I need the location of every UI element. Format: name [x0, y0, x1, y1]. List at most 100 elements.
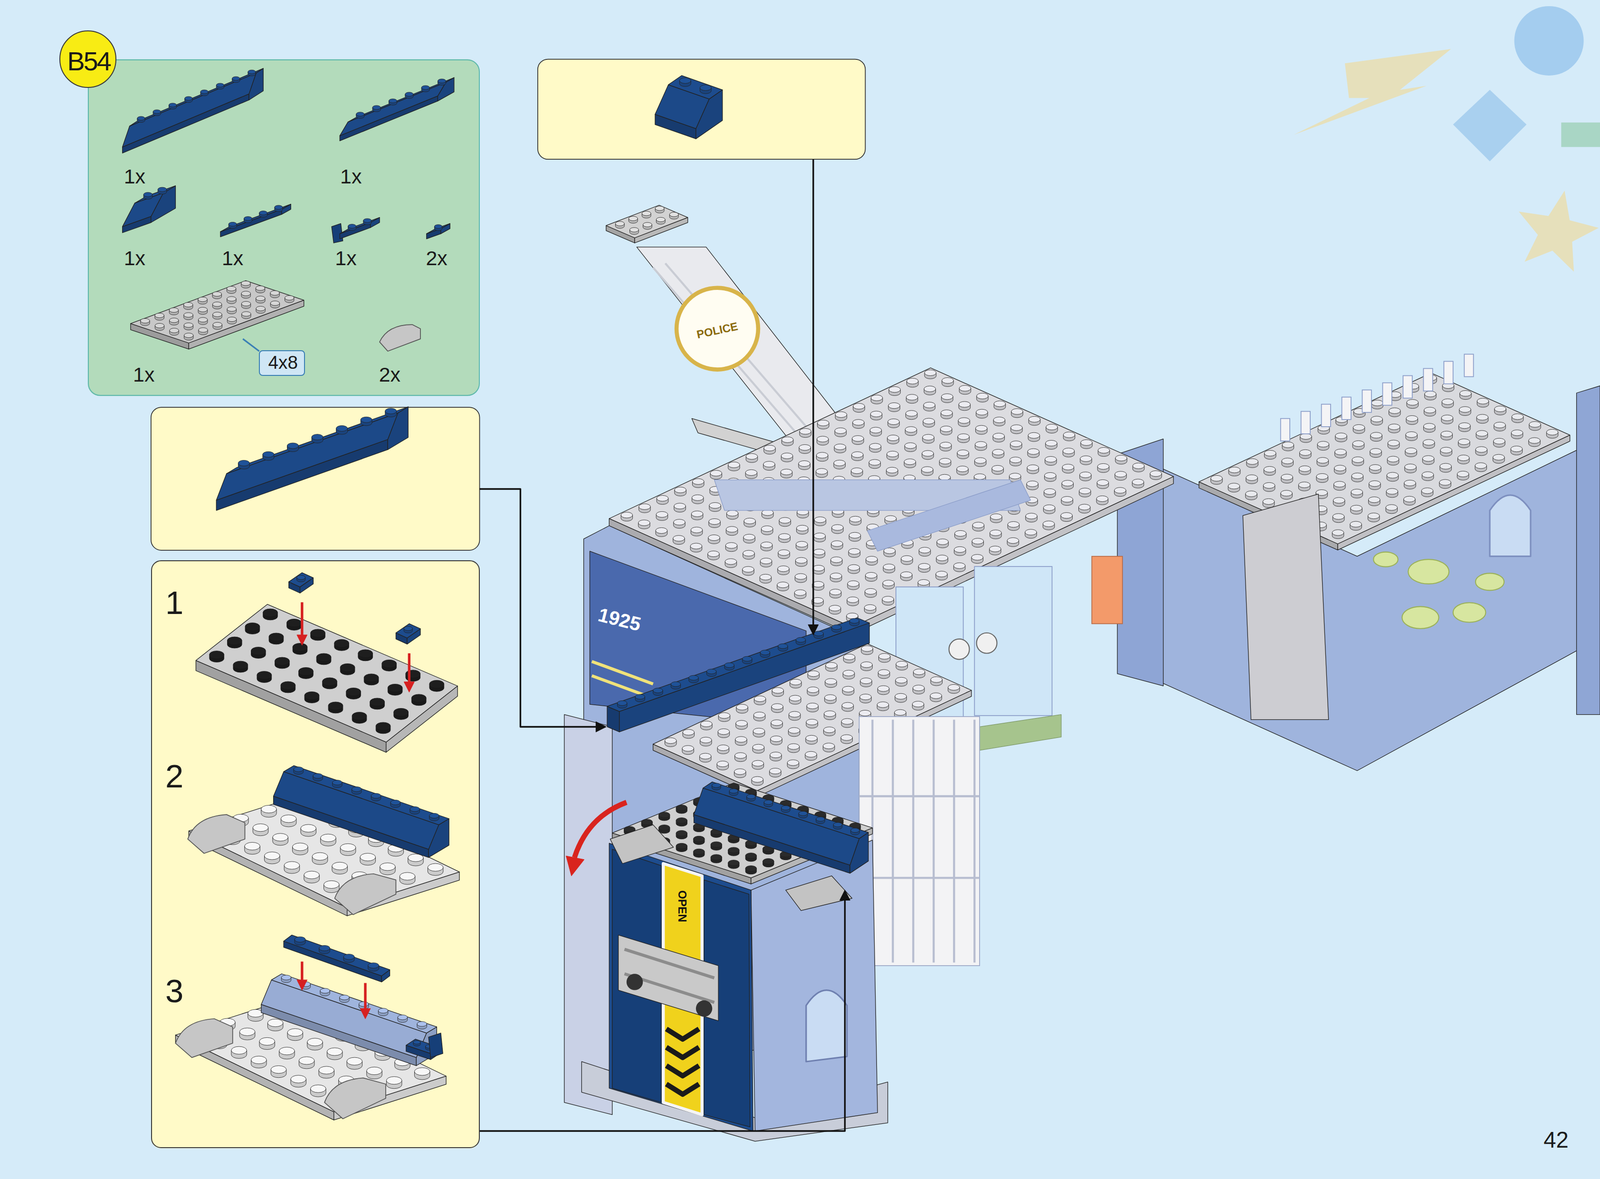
- stud: [851, 467, 863, 474]
- stud: [245, 622, 260, 630]
- stud: [270, 1065, 286, 1074]
- stud: [378, 1008, 388, 1013]
- stud: [183, 302, 193, 307]
- stud: [912, 685, 924, 691]
- stud: [690, 542, 702, 549]
- stud: [894, 709, 906, 715]
- stud: [771, 687, 784, 694]
- brick-face: [668, 75, 723, 99]
- stud: [226, 286, 236, 292]
- arrow-head: [296, 634, 307, 645]
- stud: [348, 224, 357, 229]
- stud: [1246, 458, 1258, 465]
- stud: [304, 870, 320, 879]
- stud: [336, 425, 348, 432]
- stud: [860, 661, 873, 668]
- stud: [728, 859, 740, 866]
- stud: [227, 306, 237, 312]
- stud: [638, 519, 650, 526]
- stud: [953, 546, 966, 553]
- stud: [882, 580, 895, 586]
- stud: [363, 673, 379, 681]
- quantity-label: 1x: [123, 166, 146, 187]
- stud: [706, 668, 716, 674]
- stud: [658, 811, 670, 818]
- stud: [971, 554, 983, 561]
- stud: [781, 436, 793, 443]
- lightning-deco: [1294, 48, 1452, 135]
- stud: [806, 702, 819, 709]
- stud: [1028, 416, 1040, 422]
- stud: [864, 604, 876, 610]
- substep-panel: 123: [151, 560, 480, 1148]
- stud: [304, 691, 320, 699]
- bar-deco: [1561, 122, 1600, 148]
- star-deco: [1518, 190, 1599, 272]
- chevron: [666, 1065, 700, 1076]
- substep-number: 1: [165, 586, 184, 620]
- stud: [1096, 479, 1109, 486]
- stud: [691, 494, 704, 501]
- bar: [952, 719, 955, 962]
- stud: [674, 503, 686, 509]
- stud: [901, 555, 913, 562]
- diamond-deco: [1453, 89, 1527, 162]
- stud: [339, 994, 350, 1000]
- brick: [283, 934, 390, 982]
- stud: [1371, 416, 1383, 422]
- stud: [268, 632, 284, 640]
- stud: [847, 580, 859, 587]
- stud: [154, 313, 164, 318]
- stud: [198, 296, 208, 302]
- knob: [949, 638, 970, 660]
- stud: [974, 441, 987, 448]
- chevron: [666, 1083, 700, 1094]
- stud: [877, 685, 889, 692]
- stud: [1096, 495, 1108, 502]
- stud: [1371, 400, 1383, 406]
- stud: [1316, 457, 1329, 464]
- slat: [1342, 397, 1352, 420]
- stud: [1352, 456, 1364, 463]
- stud: [851, 451, 864, 458]
- stud: [1441, 398, 1454, 405]
- stud: [1043, 488, 1056, 495]
- stud: [1300, 433, 1312, 439]
- stud: [958, 417, 970, 424]
- quantity-label: 1x: [221, 247, 244, 269]
- stud: [834, 443, 846, 450]
- stud: [370, 697, 385, 705]
- stud: [760, 649, 770, 655]
- stud: [1388, 407, 1400, 414]
- stud: [936, 538, 949, 545]
- quantity-label: 2x: [425, 247, 448, 269]
- stud: [343, 953, 355, 960]
- stud: [1042, 520, 1055, 527]
- stud: [848, 532, 861, 538]
- brick: [130, 280, 305, 350]
- latch-knob: [695, 1000, 713, 1017]
- stud: [1422, 439, 1435, 446]
- stud: [200, 89, 209, 94]
- stud: [717, 744, 729, 751]
- stud: [699, 85, 712, 91]
- stud: [745, 852, 757, 859]
- latch-knob: [626, 973, 643, 990]
- stud: [935, 571, 948, 577]
- brick-face: [606, 205, 688, 239]
- stud: [842, 669, 855, 676]
- stud: [1350, 521, 1362, 527]
- stud: [243, 216, 252, 221]
- stud: [414, 1067, 430, 1076]
- stud: [216, 83, 224, 87]
- stud: [615, 221, 625, 226]
- stud: [975, 425, 988, 431]
- stud: [1406, 399, 1419, 406]
- stud: [924, 369, 936, 376]
- curved-tile: [175, 1018, 233, 1058]
- stud: [628, 216, 638, 221]
- stud: [270, 300, 280, 306]
- stud: [938, 474, 951, 480]
- stud: [956, 466, 969, 472]
- brick-face: [395, 623, 421, 638]
